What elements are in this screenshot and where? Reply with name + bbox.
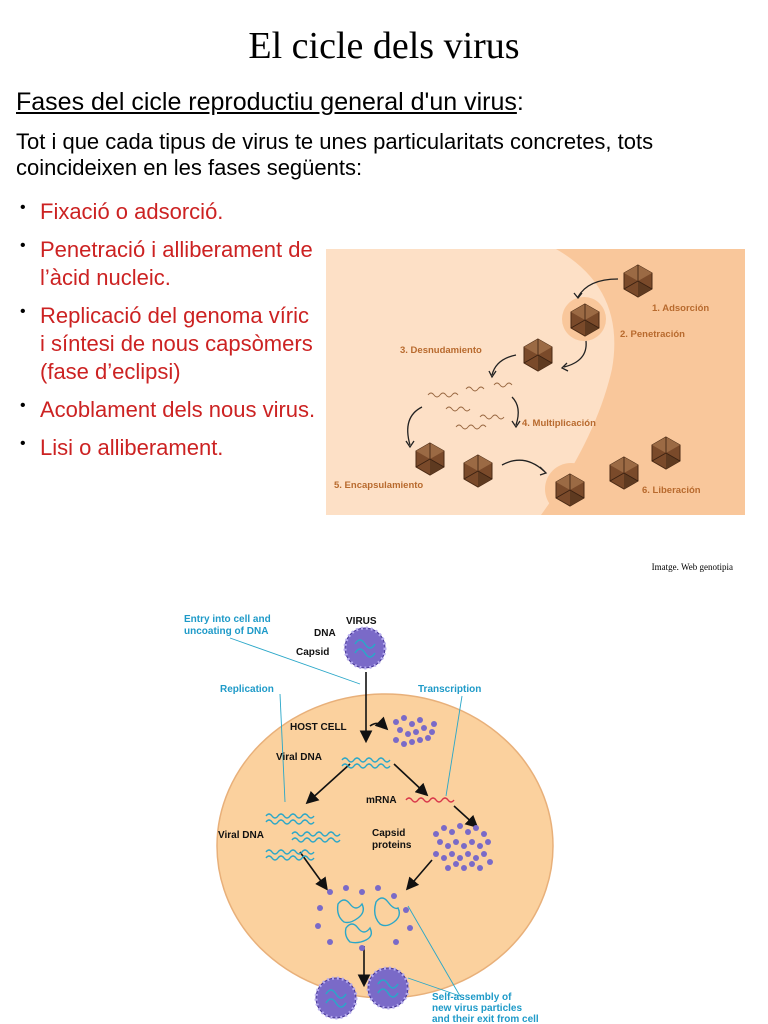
phase-text: Fixació o adsorció.	[40, 199, 224, 224]
label-mrna: mRNA	[366, 795, 397, 806]
image-caption: Imatge. Web genotipia	[651, 562, 733, 572]
mrna-strand	[405, 797, 455, 803]
label-liberacion: 6. Liberación	[642, 485, 701, 496]
label-viral-dna-2: Viral DNA	[218, 830, 264, 841]
protein-cluster	[393, 715, 437, 747]
label-dna: DNA	[314, 628, 336, 639]
label-transcription: Transcription	[418, 684, 481, 695]
label-capsid-proteins: Capsid	[372, 828, 405, 839]
bullet-icon: •	[20, 237, 26, 254]
subtitle-colon: :	[516, 88, 524, 116]
section-subtitle: Fases del cicle reproductiu general d'un…	[16, 88, 524, 117]
phases-list: • Fixació o adsorció. • Penetració i allib…	[20, 198, 320, 472]
phase-text: Replicació del genoma víric i síntesi de…	[40, 303, 313, 384]
virus-cycle-illustration: 1. Adsorción 2. Penetración 3. Desnudami…	[326, 249, 745, 515]
bullet-icon: •	[20, 397, 26, 414]
label-desnudamiento: 3. Desnudamiento	[400, 345, 482, 356]
label-entry: Entry into cell and	[184, 614, 271, 625]
label-self-assembly-3: and their exit from cell	[432, 1014, 539, 1024]
label-self-assembly-2: new virus particles	[432, 1003, 522, 1014]
bullet-icon: •	[20, 303, 26, 320]
label-penetracion: 2. Penetración	[620, 329, 685, 340]
label-viral-dna-1: Viral DNA	[276, 752, 322, 763]
label-adsorcion: 1. Adsorción	[652, 303, 709, 314]
bullet-icon: •	[20, 199, 26, 216]
viral-replication-diagram: Entry into cell and uncoating of DNA VIR…	[184, 614, 554, 1024]
label-multiplicacion: 4. Multiplicación	[522, 418, 596, 429]
phase-text: Acoblament dels nous virus.	[40, 397, 316, 422]
leader-lines	[229, 637, 463, 997]
list-item: • Lisi o alliberament.	[20, 434, 320, 462]
label-entry-2: uncoating of DNA	[184, 626, 268, 637]
label-replication: Replication	[220, 684, 274, 695]
phase-text: Lisi o alliberament.	[40, 435, 224, 460]
list-item: • Replicació del genoma víric i síntesi d…	[20, 302, 320, 386]
cycle-arrows	[405, 278, 619, 476]
virus-icon	[343, 626, 387, 670]
label-capsid: Capsid	[296, 647, 329, 658]
list-item: • Fixació o adsorció.	[20, 198, 320, 226]
nucleic-acid-strands	[427, 382, 513, 430]
flow-arrows	[299, 672, 479, 988]
list-item: • Penetració i alliberament de l’àcid nuc…	[20, 236, 320, 292]
bullet-icon: •	[20, 435, 26, 452]
cell-area	[326, 249, 615, 515]
capsid-proteins-cluster	[433, 823, 493, 871]
label-capsid-proteins-2: proteins	[372, 840, 412, 851]
assembling-virions	[315, 885, 413, 951]
label-host-cell: HOST CELL	[290, 722, 347, 733]
page-title: El cicle dels virus	[248, 25, 520, 67]
new-virus-icon	[366, 966, 410, 1010]
label-virus: VIRUS	[346, 616, 377, 627]
label-self-assembly: Self-assembly of	[432, 992, 512, 1003]
list-item: • Acoblament dels nous virus.	[20, 396, 320, 424]
label-encapsulamiento: 5. Encapsulamiento	[334, 480, 423, 491]
phase-text: Penetració i alliberament de l’àcid nucl…	[40, 237, 313, 290]
intro-paragraph: Tot i que cada tipus de virus te unes pa…	[16, 129, 654, 180]
new-virus-icon	[314, 976, 358, 1020]
subtitle-text: Fases del cicle reproductiu general d'un…	[16, 88, 517, 116]
